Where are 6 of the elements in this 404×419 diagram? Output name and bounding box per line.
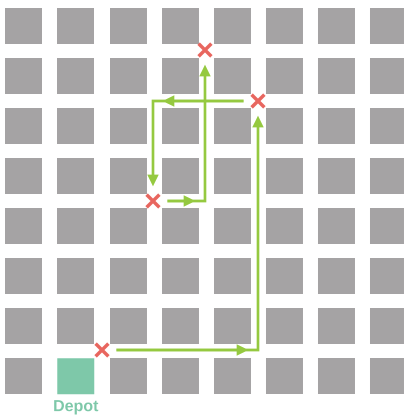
node-label: Depot [54, 400, 98, 414]
stop-marker [144, 192, 162, 210]
stop-marker [250, 92, 266, 110]
stop-marker [196, 42, 214, 58]
depot-block: Depot [54, 358, 98, 414]
stop-marker [94, 342, 110, 358]
